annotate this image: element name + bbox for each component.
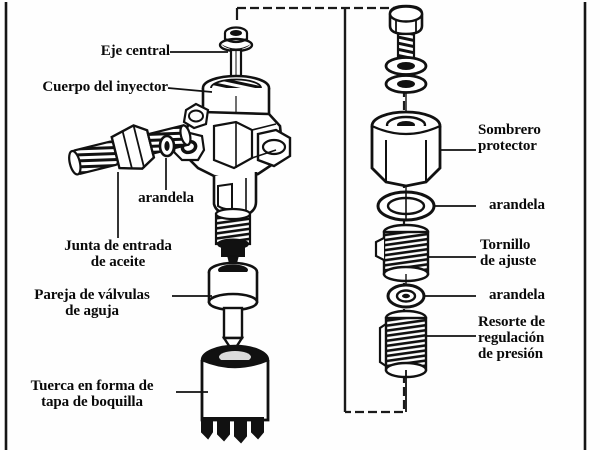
part-sombrero-protector bbox=[370, 110, 442, 198]
label-sombrero-protector: Sombrero protector bbox=[478, 122, 541, 155]
leader-cuerpo-inyector bbox=[167, 87, 213, 93]
part-resorte-interno bbox=[214, 207, 252, 265]
leader-lines bbox=[117, 51, 476, 393]
label-tornillo-de-ajuste: Tornillo de ajuste bbox=[480, 237, 537, 270]
part-pareja-valvulas-aguja bbox=[207, 261, 259, 355]
part-arandela-sello bbox=[376, 190, 436, 222]
label-junta-entrada-aceite: Junta de entrada de aceite bbox=[64, 238, 172, 271]
part-tornillo-de-ajuste bbox=[374, 223, 430, 288]
part-eje-central bbox=[218, 26, 254, 98]
part-tuerca-tapa-boquilla bbox=[200, 344, 270, 444]
part-resorte-regulacion-presion bbox=[378, 309, 428, 412]
right-assembly bbox=[370, 4, 442, 412]
part-union-entrada-aceite bbox=[68, 124, 192, 176]
label-arandela-izquierda: arandela bbox=[138, 190, 194, 206]
label-resorte-regulacion-presion: Resorte de regulación de presión bbox=[478, 314, 545, 363]
label-pareja-valvulas-aguja: Pareja de válvulas de aguja bbox=[34, 287, 150, 320]
label-tuerca-tapa-boquilla: Tuerca en forma de tapa de boquilla bbox=[30, 378, 154, 411]
label-cuerpo-del-inyector: Cuerpo del inyector bbox=[42, 79, 168, 95]
part-arandela-inferior bbox=[384, 74, 428, 94]
page-border bbox=[4, 2, 587, 450]
label-arandela-derecha-2: arandela bbox=[489, 287, 545, 303]
label-arandela-derecha-1: arandela bbox=[489, 197, 545, 213]
label-eje-central: Eje central bbox=[100, 43, 170, 59]
part-arandela-union bbox=[158, 134, 176, 158]
left-assembly bbox=[68, 26, 292, 444]
part-perno-cabeza-hexagonal bbox=[388, 4, 424, 62]
part-arandela-superior bbox=[384, 56, 428, 76]
part-arandela-pequena bbox=[386, 283, 426, 309]
